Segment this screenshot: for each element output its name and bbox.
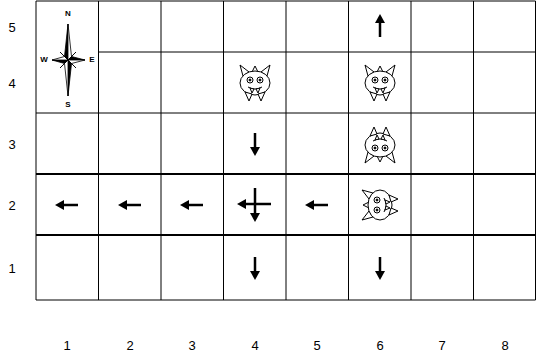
monster [240,65,270,101]
column-number: 8 [501,339,508,352]
column-number: 4 [251,339,258,352]
row-number: 1 [8,262,15,275]
column-number: 2 [126,339,133,352]
arrow-left [305,200,328,210]
monster [365,127,395,163]
arrow-left [118,200,141,210]
row-number: 3 [8,138,15,151]
arrow-down [250,133,260,156]
compass-letter: E [89,56,94,64]
arrow-cross [237,188,271,222]
arrow-down [250,257,260,280]
compass-rose [52,24,85,96]
arrow-left [55,200,78,210]
column-number: 3 [188,339,195,352]
row-number: 2 [8,199,15,212]
column-number: 5 [313,339,320,352]
monster [362,190,398,220]
column-number: 6 [376,339,383,352]
row-number: 5 [8,21,15,34]
compass-letter: W [40,56,48,64]
compass-letter: S [65,101,70,109]
column-number: 7 [438,339,445,352]
grid-lines [36,1,536,300]
row-number: 4 [8,77,15,90]
compass-letter: N [65,10,71,18]
column-number: 1 [63,339,70,352]
arrow-down [375,257,385,280]
monster [365,65,395,101]
arrow-left [180,200,203,210]
arrow-up [375,14,385,37]
